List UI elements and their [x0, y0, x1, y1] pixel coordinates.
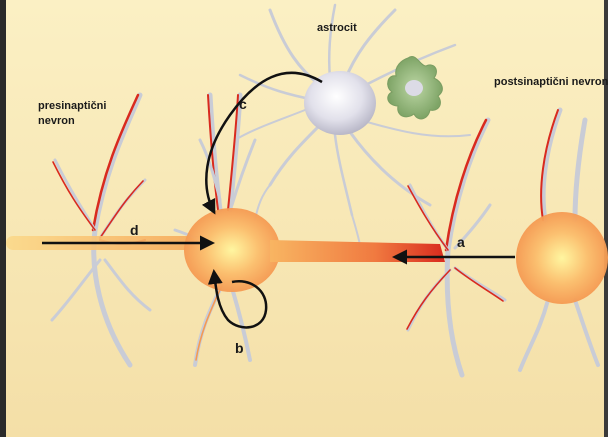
- astrocyte-synapse-core: [405, 80, 423, 96]
- right-edge-strip: [604, 0, 608, 437]
- astrocyte-label: astrocit: [317, 22, 357, 34]
- postsynaptic-neuron-soma: [516, 212, 608, 304]
- middle-neuron-soma: [184, 208, 280, 292]
- postsynaptic-label: postsinaptični nevron: [494, 76, 608, 88]
- left-edge-strip: [0, 0, 6, 437]
- arrow-c-label: c: [239, 96, 247, 112]
- presynaptic-label-line1: presinaptični: [38, 100, 106, 112]
- presynaptic-label-line2: nevron: [38, 115, 75, 127]
- arrow-d-label: d: [130, 222, 139, 238]
- arrow-b-label: b: [235, 340, 244, 356]
- astrocyte-body: [304, 71, 376, 135]
- arrow-a-label: a: [457, 234, 465, 250]
